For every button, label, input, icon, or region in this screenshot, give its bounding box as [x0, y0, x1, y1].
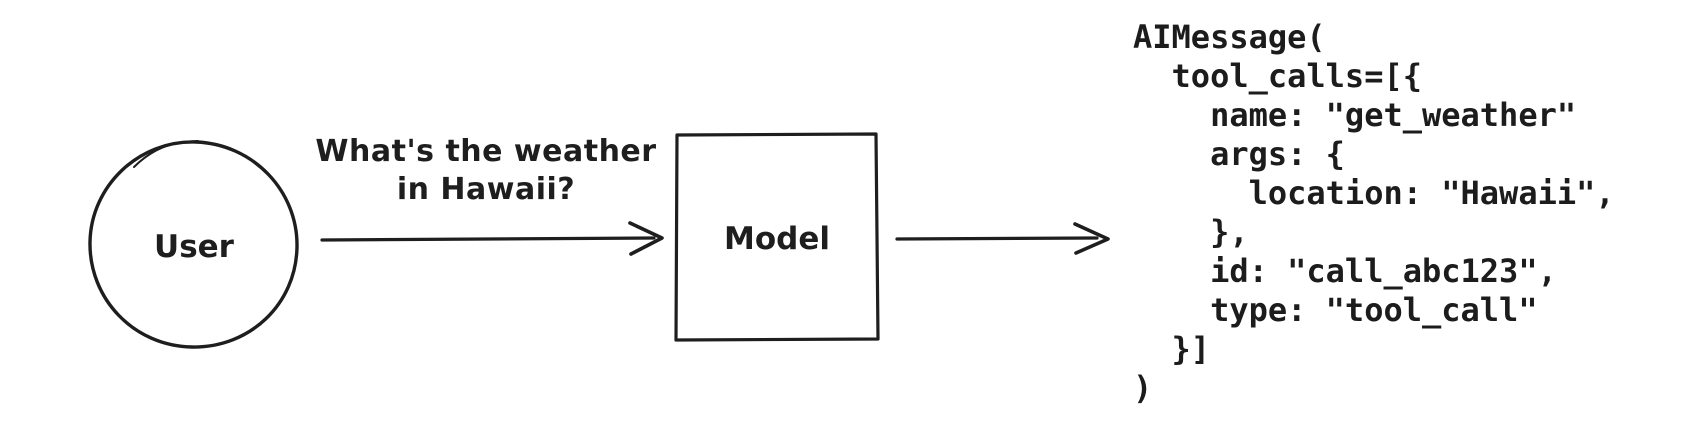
aimessage-code-block: AIMessage( tool_calls=[{ name: "get_weat…: [1133, 18, 1615, 408]
code-line-1: AIMessage(: [1133, 18, 1326, 56]
model-node-label: Model: [724, 221, 830, 257]
arrow-model-to-output-head: [1073, 222, 1110, 255]
arrow-user-to-model-line: [320, 236, 656, 242]
arrow-user-to-model-head: [628, 221, 664, 256]
code-line-2: tool_calls=[{: [1133, 57, 1422, 95]
code-line-10: ): [1133, 369, 1153, 407]
code-line-9: }]: [1133, 330, 1211, 368]
user-node-label: User: [154, 229, 234, 265]
code-line-7: id: "call_abc123",: [1133, 252, 1557, 290]
code-line-4: args: {: [1133, 135, 1345, 173]
user-circle-overlap-stroke: [133, 140, 199, 168]
user-circle-shape: [88, 140, 299, 349]
code-line-8: type: "tool_call": [1133, 291, 1538, 329]
question-label-line-1: What's the weather: [315, 134, 657, 169]
code-line-3: name: "get_weather": [1133, 96, 1577, 134]
question-label: What's the weather in Hawaii?: [315, 133, 656, 209]
code-line-5: location: "Hawaii",: [1133, 174, 1615, 212]
model-box-shape: [674, 132, 880, 342]
question-label-line-2: in Hawaii?: [396, 172, 576, 207]
code-line-6: },: [1133, 213, 1249, 251]
arrow-model-to-output-line: [895, 236, 1099, 241]
